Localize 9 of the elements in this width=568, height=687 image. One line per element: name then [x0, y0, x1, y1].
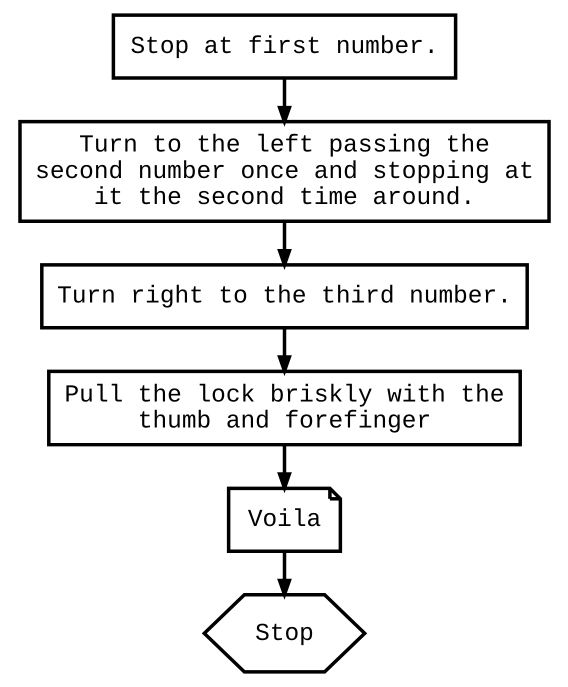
node-box: Turn right to the third number. — [40, 263, 528, 330]
arrow — [276, 445, 292, 494]
node-box: Stop at first number. — [111, 13, 457, 80]
arrow — [276, 222, 292, 270]
arrow — [276, 78, 292, 127]
arrow — [276, 552, 292, 600]
arrow — [276, 328, 292, 376]
node-box: Turn to the left passing the second number once and stopping at it the second time around. — [18, 120, 550, 223]
node-box: Pull the lock briskly with the thumb and forefinger — [46, 370, 522, 446]
